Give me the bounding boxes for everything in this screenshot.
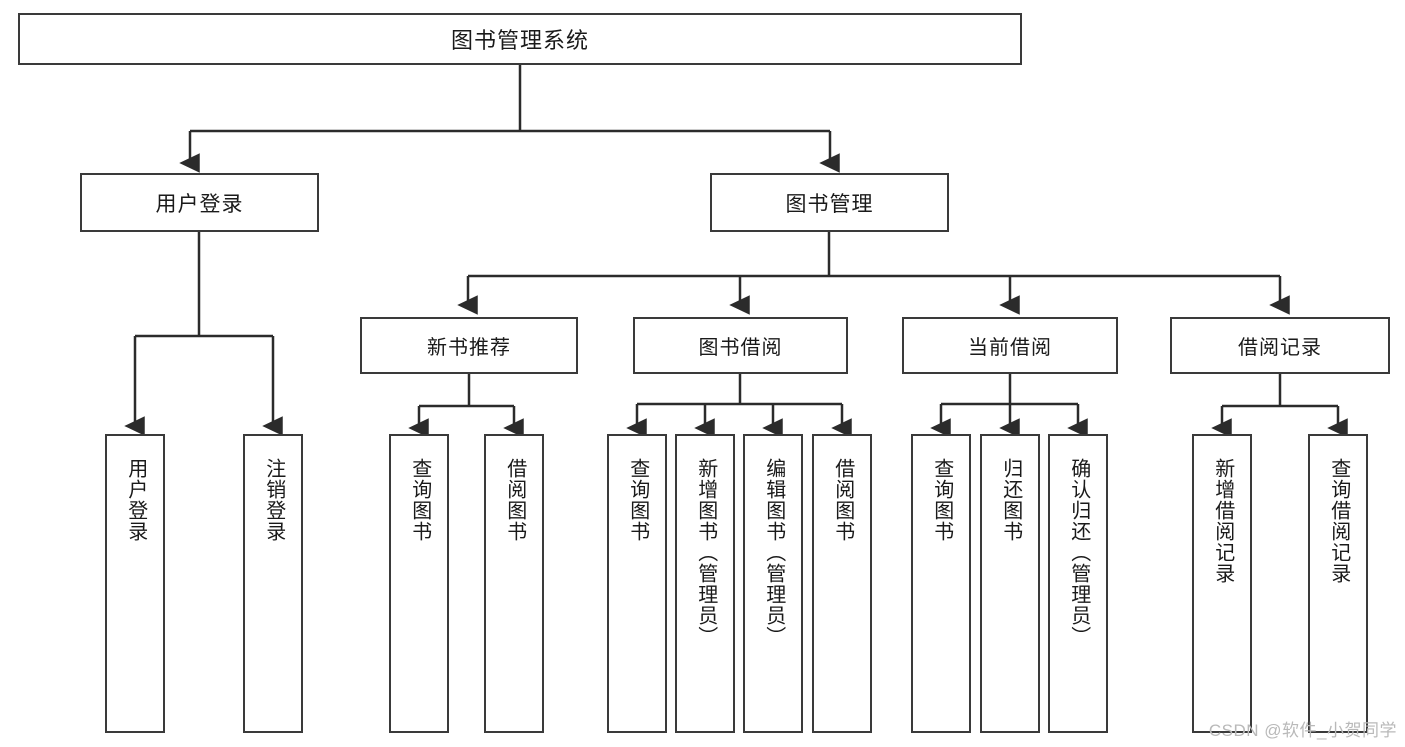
node-root-book-management-system[interactable]: 图书管理系统 — [18, 13, 1022, 65]
leaf-user-login-signin[interactable]: 用户登录 — [105, 434, 165, 733]
leaf-label: 查询图书 — [626, 458, 649, 542]
leaf-label: 新增图书（管理员） — [694, 458, 717, 647]
leaf-label: 新增借阅记录 — [1211, 458, 1234, 584]
node-borrow-record[interactable]: 借阅记录 — [1170, 317, 1390, 374]
node-label: 当前借阅 — [968, 337, 1052, 359]
leaf-label: 借阅图书 — [831, 458, 854, 542]
leaf-book-borrow-edit-admin[interactable]: 编辑图书（管理员） — [743, 434, 803, 733]
leaf-book-borrow-borrow[interactable]: 借阅图书 — [812, 434, 872, 733]
leaf-label: 查询图书 — [930, 458, 953, 542]
leaf-label: 用户登录 — [124, 458, 147, 542]
csdn-watermark: CSDN @软件_小贺同学 — [1208, 721, 1397, 740]
leaf-label: 借阅图书 — [503, 458, 526, 542]
leaf-borrow-record-query[interactable]: 查询借阅记录 — [1308, 434, 1368, 733]
leaf-borrow-record-add[interactable]: 新增借阅记录 — [1192, 434, 1252, 733]
leaf-label: 确认归还（管理员） — [1067, 458, 1090, 647]
leaf-book-borrow-query[interactable]: 查询图书 — [607, 434, 667, 733]
leaf-new-book-query[interactable]: 查询图书 — [389, 434, 449, 733]
leaf-book-borrow-add-admin[interactable]: 新增图书（管理员） — [675, 434, 735, 733]
leaf-new-book-borrow[interactable]: 借阅图书 — [484, 434, 544, 733]
node-label: 图书管理 — [785, 192, 874, 216]
node-user-login[interactable]: 用户登录 — [80, 173, 319, 232]
node-book-management[interactable]: 图书管理 — [710, 173, 949, 232]
node-book-borrow[interactable]: 图书借阅 — [633, 317, 848, 374]
leaf-current-borrow-confirm-admin[interactable]: 确认归还（管理员） — [1048, 434, 1108, 733]
leaf-current-borrow-query[interactable]: 查询图书 — [911, 434, 971, 733]
leaf-label: 归还图书 — [999, 458, 1022, 542]
node-label: 图书借阅 — [698, 337, 783, 359]
leaf-current-borrow-return[interactable]: 归还图书 — [980, 434, 1040, 733]
leaf-label: 编辑图书（管理员） — [762, 458, 785, 647]
leaf-label: 查询图书 — [408, 458, 431, 542]
node-label: 图书管理系统 — [450, 28, 589, 53]
node-label: 借阅记录 — [1238, 337, 1322, 359]
leaf-label: 注销登录 — [262, 458, 285, 542]
node-label: 用户登录 — [155, 192, 244, 216]
leaf-label: 查询借阅记录 — [1327, 458, 1350, 584]
node-current-borrow[interactable]: 当前借阅 — [902, 317, 1118, 374]
node-label: 新书推荐 — [427, 337, 511, 359]
leaf-user-login-signout[interactable]: 注销登录 — [243, 434, 303, 733]
node-new-book-recommend[interactable]: 新书推荐 — [360, 317, 578, 374]
